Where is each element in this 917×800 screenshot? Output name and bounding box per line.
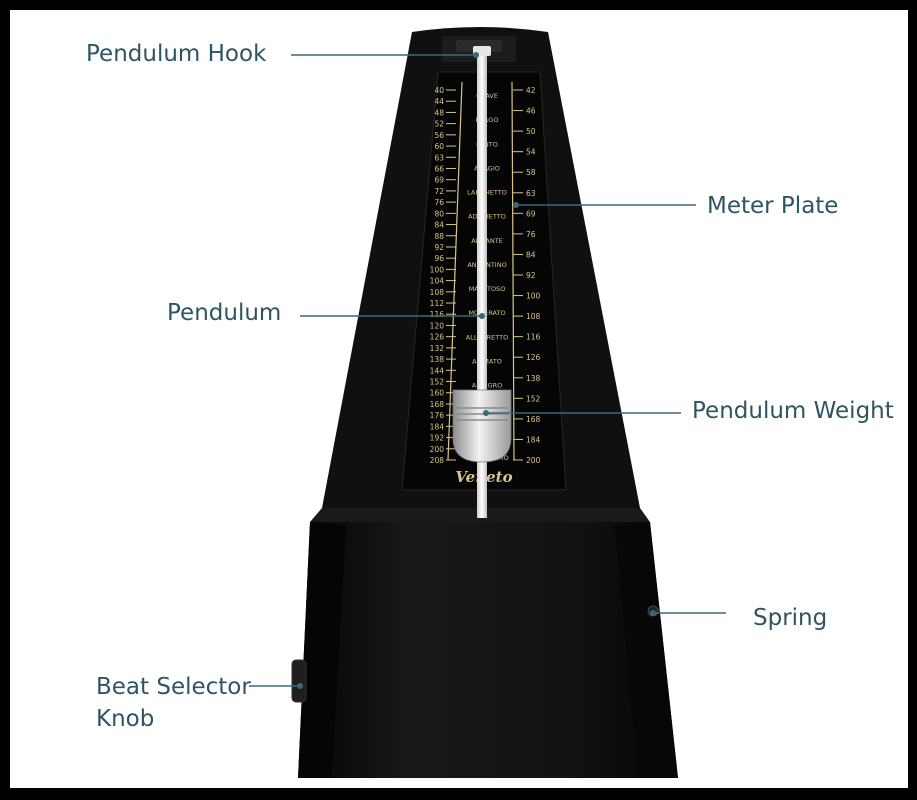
scale-left-label: 88	[434, 232, 444, 241]
dot-pendulum-hook	[473, 52, 479, 58]
scale-right-label: 200	[526, 456, 541, 465]
label-beat-selector-line2: Knob	[96, 706, 154, 732]
scale-right-label: 184	[526, 435, 541, 444]
scale-left-label: 84	[434, 221, 444, 230]
scale-left-label: 63	[434, 153, 444, 162]
scale-left-label: 44	[434, 97, 444, 106]
scale-right-label: 46	[526, 107, 536, 116]
scale-left-label: 208	[430, 456, 445, 465]
label-beat-selector-line1: Beat Selector	[96, 674, 251, 700]
dot-beat-selector	[297, 683, 303, 689]
scale-left-label: 152	[430, 378, 445, 387]
scale-right-label: 116	[526, 333, 541, 342]
scale-right-label: 92	[526, 271, 536, 280]
scale-left-label: 120	[430, 321, 445, 330]
scale-left-label: 56	[434, 131, 444, 140]
scale-right-label: 58	[526, 168, 536, 177]
scale-right-label: 108	[526, 312, 541, 321]
scale-left-label: 92	[434, 243, 444, 252]
scale-left-label: 184	[430, 422, 445, 431]
pendulum-weight[interactable]	[453, 390, 511, 462]
scale-left-label: 96	[434, 254, 444, 263]
label-pendulum: Pendulum	[167, 300, 281, 326]
scale-right-label: 84	[526, 250, 536, 259]
scale-left-label: 168	[430, 400, 445, 409]
label-pendulum-weight: Pendulum Weight	[692, 398, 894, 424]
dot-pendulum-weight	[483, 410, 489, 416]
label-spring: Spring	[753, 605, 827, 631]
scale-right-label: 168	[526, 415, 541, 424]
scale-right-label: 63	[526, 189, 536, 198]
scale-right-label: 138	[526, 374, 541, 383]
scale-left-label: 72	[434, 187, 444, 196]
scale-left-label: 48	[434, 108, 444, 117]
scale-right-label: 50	[526, 127, 536, 136]
scale-right-label: 152	[526, 394, 541, 403]
beat-selector-knob[interactable]	[292, 660, 306, 702]
scale-left-label: 116	[430, 310, 445, 319]
dot-meter-plate	[513, 202, 519, 208]
scale-right-label: 76	[526, 230, 536, 239]
dot-pendulum	[479, 313, 485, 319]
diagram-canvas: 40 44 48 52 56 60 63 66 69 72 76 80 84 88 92 96 100 104 10…	[10, 10, 908, 788]
scale-left-label: 192	[430, 434, 445, 443]
scale-left-label: 160	[430, 389, 445, 398]
scale-left-label: 132	[430, 344, 445, 353]
scale-left-label: 176	[430, 411, 445, 420]
scale-left-label: 100	[430, 265, 445, 274]
scale-left-label: 112	[430, 299, 445, 308]
dot-spring	[650, 610, 656, 616]
scale-left-label: 40	[434, 86, 444, 95]
scale-right-label: 100	[526, 292, 541, 301]
metronome-diagram: 40 44 48 52 56 60 63 66 69 72 76 80 84 88 92 96 100 104 10…	[10, 10, 908, 788]
label-pendulum-hook: Pendulum Hook	[86, 41, 267, 67]
scale-left-label: 126	[430, 333, 445, 342]
scale-left-label: 144	[430, 366, 445, 375]
scale-left-label: 104	[430, 277, 445, 286]
scale-left-label: 76	[434, 198, 444, 207]
scale-left-label: 200	[430, 445, 445, 454]
scale-left-label: 138	[430, 355, 445, 364]
scale-left-label: 108	[430, 288, 445, 297]
scale-left-label: 60	[434, 142, 444, 151]
scale-left-label: 66	[434, 164, 444, 173]
label-meter-plate: Meter Plate	[707, 193, 838, 219]
scale-left-label: 52	[434, 120, 444, 129]
scale-right-label: 69	[526, 209, 536, 218]
scale-right-label: 126	[526, 353, 541, 362]
scale-left-label: 80	[434, 209, 444, 218]
scale-left-label: 69	[434, 176, 444, 185]
scale-right-label: 42	[526, 86, 536, 95]
scale-right-label: 54	[526, 148, 536, 157]
